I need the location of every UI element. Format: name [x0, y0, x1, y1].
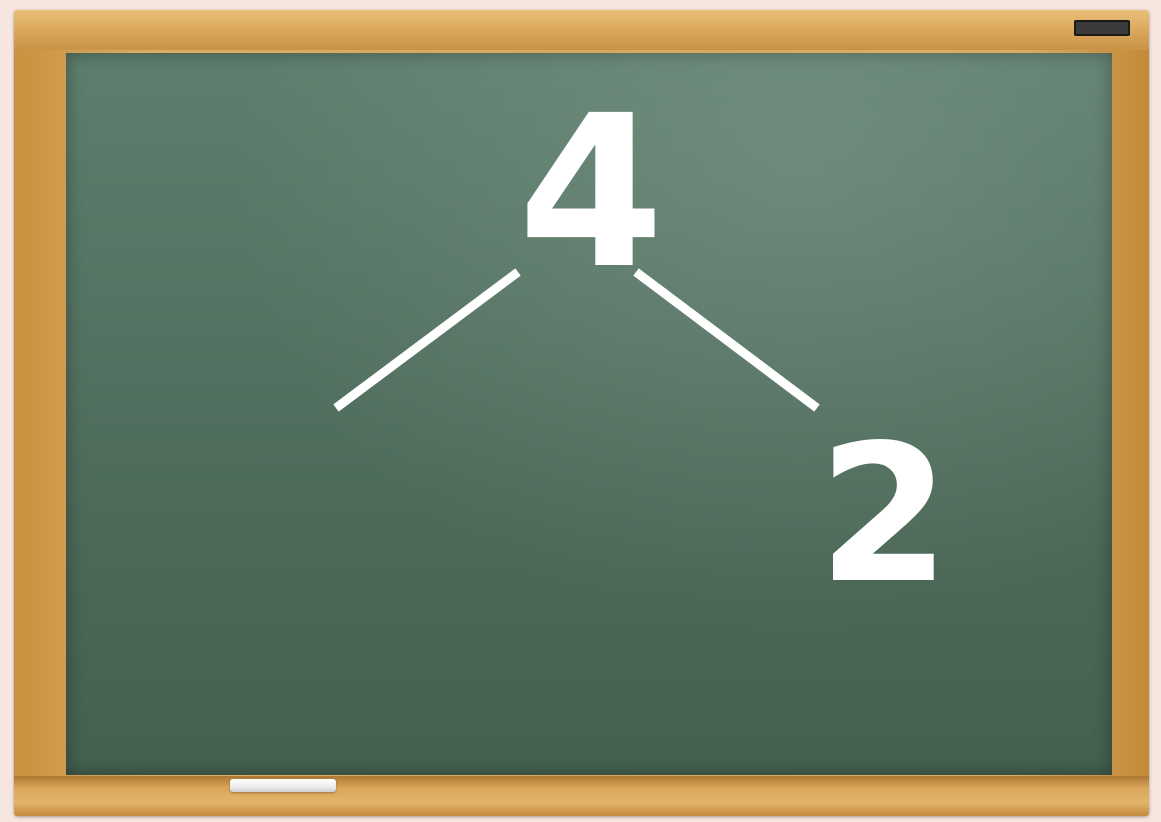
right-branch-line	[633, 268, 820, 412]
board-sheen	[66, 53, 1112, 775]
chalk-tray	[14, 776, 1149, 816]
left-branch-line	[333, 268, 521, 412]
blackboard	[66, 53, 1112, 775]
frame-badge	[1074, 20, 1130, 36]
chalk-stick	[230, 779, 336, 792]
frame-top-rail	[14, 10, 1149, 50]
right-part-number: 2	[818, 404, 951, 625]
whole-number: 4	[518, 70, 664, 315]
